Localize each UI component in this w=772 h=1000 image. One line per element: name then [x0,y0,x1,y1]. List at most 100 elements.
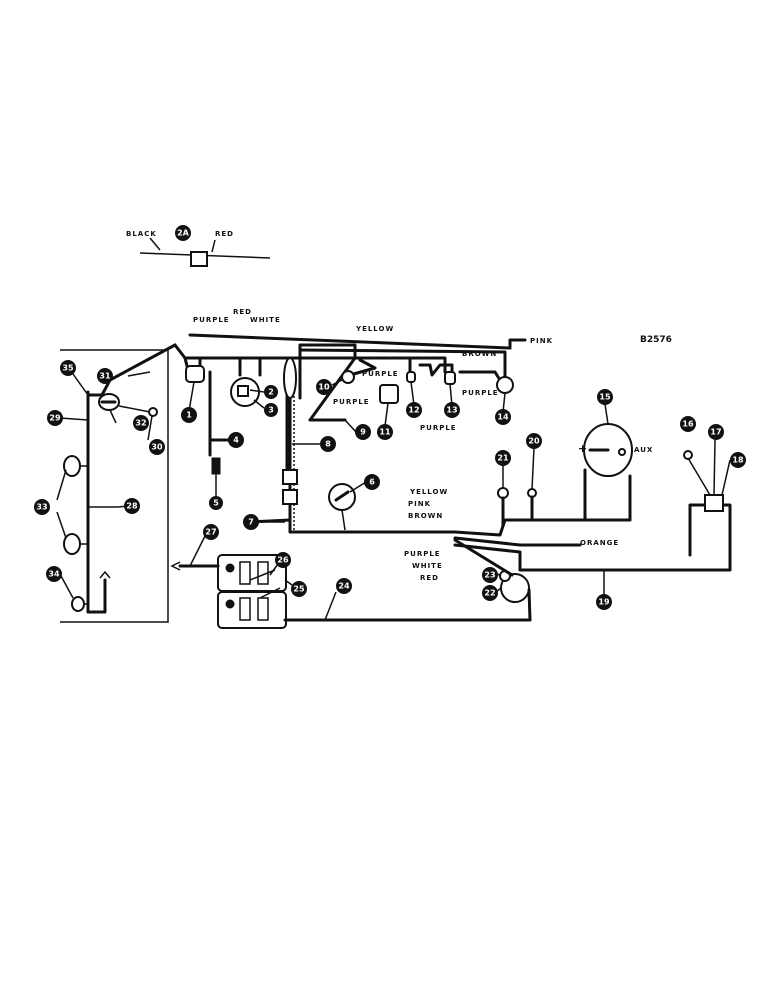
label-brown-2: BROWN [408,512,443,520]
callout-10: 10 [316,379,332,395]
callout-21: 21 [495,450,511,466]
component-11 [379,384,399,404]
svg-text:3: 3 [268,406,274,415]
component-12 [406,371,416,383]
label-yellow: YELLOW [355,325,394,333]
components-right [333,423,732,622]
label-purple-2: PURPLE [362,370,399,378]
wire-labels: RED PURPLE WHITE YELLOW PINK BROWN PURPL… [193,308,653,582]
component-2 [237,385,249,397]
lamp-34 [71,596,85,612]
svg-text:19: 19 [598,598,610,607]
callout-14: 14 [495,409,511,425]
callout-32: 32 [133,415,149,431]
callout-7: 7 [243,514,259,530]
svg-text:8: 8 [325,440,331,449]
label-purple-4: PURPLE [462,389,499,397]
svg-text:2: 2 [268,388,274,397]
callout-27: 27 [203,524,219,540]
label-red: RED [233,308,252,316]
components-top [185,357,514,531]
callout-1: 1 [181,407,197,423]
svg-text:35: 35 [62,364,74,373]
svg-text:32: 32 [135,419,146,428]
connector-upper [282,469,298,485]
svg-text:26: 26 [277,556,289,565]
label-purple-3: PURPLE [333,398,370,406]
aux-terminal [618,448,626,456]
svg-text:9: 9 [360,428,366,437]
svg-text:6: 6 [369,478,375,487]
label-aux: AUX [634,446,653,454]
junction-block [283,357,297,399]
rear-lighting-panel [56,343,177,623]
svg-text:30: 30 [151,443,163,452]
svg-text:12: 12 [408,406,419,415]
svg-text:20: 20 [528,437,540,446]
svg-text:22: 22 [484,589,495,598]
callout-15: 15 [597,389,613,405]
battery-terminal-1 [225,563,235,573]
inset-splice-2a: BLACK RED [126,230,271,267]
battery-lower [217,591,287,629]
svg-text:4: 4 [233,436,239,445]
callout-29: 29 [47,410,63,426]
label-pink-2: PINK [408,500,431,508]
svg-text:18: 18 [732,456,744,465]
svg-text:7: 7 [248,518,254,527]
connector-lower [282,489,298,505]
svg-text:29: 29 [49,414,61,423]
callout-25: 25 [291,581,307,597]
svg-text:23: 23 [484,571,495,580]
component-5 [211,457,221,475]
callout-12: 12 [406,402,422,418]
callout-34: 34 [46,566,62,582]
callout-33: 33 [34,499,50,515]
component-17 [704,494,724,512]
callout-22: 22 [482,585,498,601]
callout-35: 35 [60,360,76,376]
battery-box [170,554,337,629]
label-red-2: RED [420,574,439,582]
svg-text:21: 21 [497,454,509,463]
svg-text:31: 31 [99,372,111,381]
callout-2: 2 [264,385,278,399]
component-14 [496,376,514,394]
callout-24: 24 [336,578,352,594]
label-purple-5: PURPLE [420,424,457,432]
svg-text:13: 13 [446,406,457,415]
svg-text:1: 1 [186,411,192,420]
svg-text:16: 16 [682,420,694,429]
svg-text:24: 24 [338,582,350,591]
label-yellow-2: YELLOW [409,488,448,496]
callout-18: 18 [730,452,746,468]
callout-11: 11 [377,424,393,440]
callout-8: 8 [320,436,336,452]
callout-4: 4 [228,432,244,448]
svg-text:2A: 2A [177,229,190,238]
svg-text:25: 25 [293,585,305,594]
svg-text:17: 17 [710,428,721,437]
svg-text:11: 11 [379,428,391,437]
component-1 [185,365,205,383]
label-orange: ORANGE [580,539,619,547]
label-brown: BROWN [462,350,497,358]
callout-3: 3 [264,403,278,417]
label-white-2: WHITE [412,562,443,570]
component-16 [683,450,693,460]
svg-text:28: 28 [126,502,138,511]
callout-30: 30 [149,439,165,455]
label-plus: + [578,442,588,455]
battery-terminal-2 [225,599,235,609]
label-purple: PURPLE [193,316,230,324]
callout-13: 13 [444,402,460,418]
diagram-code: B2576 [640,335,672,345]
svg-text:34: 34 [48,570,60,579]
callout-31: 31 [97,368,113,384]
label-pink: PINK [530,337,553,345]
callouts: 2A 1 2 3 4 5 6 7 8 9 10 11 12 13 14 15 1… [34,225,746,610]
svg-text:10: 10 [318,383,330,392]
callout-26: 26 [275,552,291,568]
callout-5: 5 [209,496,223,510]
svg-text:15: 15 [599,393,611,402]
